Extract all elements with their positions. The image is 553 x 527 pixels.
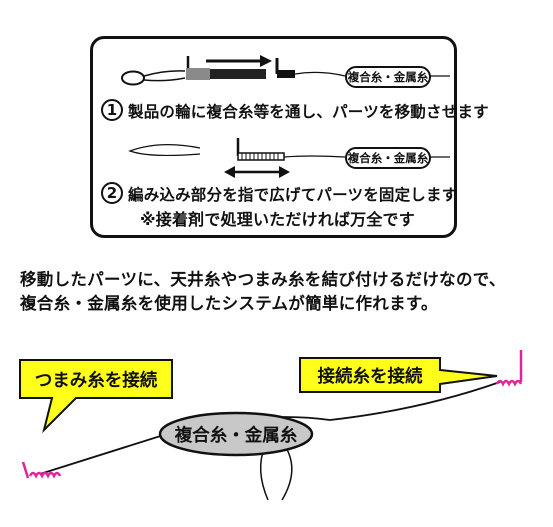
coil-icon-right bbox=[495, 350, 523, 387]
hanging-line-2 bbox=[281, 445, 293, 501]
line-to-tag-1 bbox=[294, 71, 346, 77]
coil-ticks bbox=[241, 153, 279, 160]
part-black bbox=[210, 69, 266, 79]
fixed-knot bbox=[277, 70, 295, 78]
line-to-tag-2 bbox=[283, 155, 346, 158]
step-2-text: 編み込み部分を指で広げてパーツを固定します bbox=[128, 186, 458, 204]
description-line-1: 移動したパーツに、天井糸やつまみ糸を結び付けるだけなので、 bbox=[20, 270, 506, 289]
system-illustration bbox=[19, 350, 523, 501]
center-pill-label: 複合糸・金属糸 bbox=[174, 426, 298, 446]
description-line-2: 複合糸・金属糸を使用したシステムが簡単に作れます。 bbox=[20, 294, 438, 313]
center-pill bbox=[158, 411, 314, 457]
part-gray bbox=[186, 68, 210, 80]
loop-line bbox=[143, 70, 186, 77]
double-arrow-icon bbox=[224, 166, 290, 178]
step1-illustration bbox=[121, 55, 450, 86]
loop-ring bbox=[121, 70, 145, 86]
callout-right-label: 接続糸を接続 bbox=[317, 367, 423, 387]
step-1-number: 1 bbox=[101, 99, 123, 121]
coil-part bbox=[237, 152, 285, 161]
callout-left-shape bbox=[19, 359, 173, 434]
loop-line-lower bbox=[143, 77, 186, 82]
tag-pill-1: 複合糸・金属糸 bbox=[345, 66, 431, 88]
step2-illustration bbox=[128, 138, 450, 178]
callout-left-label: つまみ糸を接続 bbox=[34, 371, 158, 391]
arrow-head bbox=[260, 55, 272, 67]
coil-icon bbox=[21, 461, 62, 479]
step-1-text: 製品の輪に複合糸等を通し、パーツを移動させます bbox=[128, 103, 489, 121]
adhesive-note: ※接着剤で処理いただければ万全です bbox=[140, 210, 415, 229]
step-2-number: 2 bbox=[101, 182, 123, 204]
callout-right-shape bbox=[299, 357, 498, 393]
tag-pill-2: 複合糸・金属糸 bbox=[345, 147, 431, 169]
loose-thread bbox=[128, 144, 201, 157]
